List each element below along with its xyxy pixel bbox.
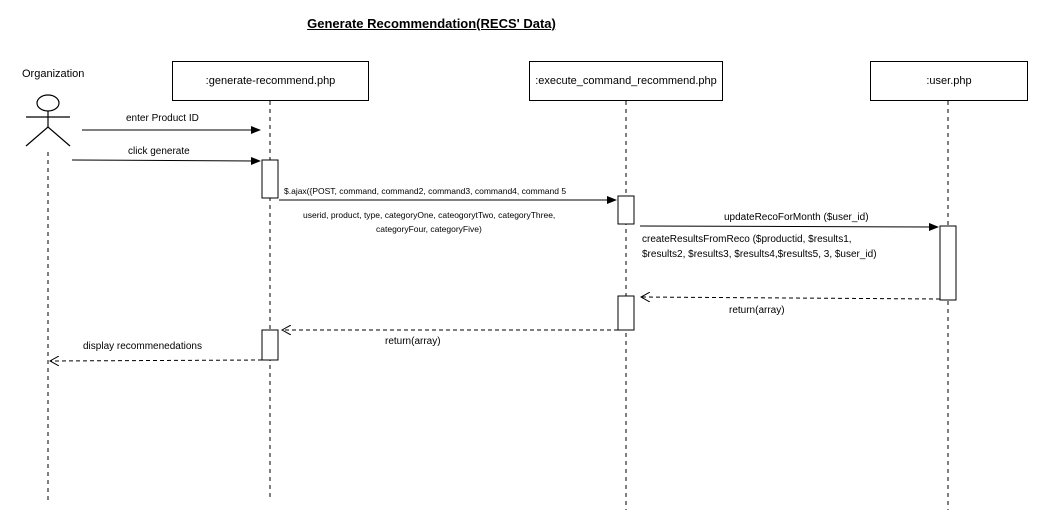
lifeline-label-user: :user.php: [926, 75, 972, 87]
activation-execute-2: [617, 295, 635, 331]
message-create-line2: $results2, $results3, $results4,$results…: [642, 249, 877, 260]
arrow-update-reco: [639, 222, 939, 231]
message-return-exec: return(array): [385, 336, 441, 347]
message-click-generate: click generate: [128, 146, 190, 157]
arrow-return-user: [641, 297, 941, 299]
activation-user: [939, 225, 957, 301]
lifeline-box-generate-recommend: :generate-recommend.php: [172, 61, 369, 101]
message-return-user: return(array): [729, 305, 785, 316]
message-ajax-line1: $.ajax({POST, command, command2, command…: [284, 186, 567, 196]
arrow-click-generate: [71, 156, 261, 165]
diagram-title: Generate Recommendation(RECS' Data): [307, 16, 556, 31]
message-display-reco: display recommenedations: [83, 341, 202, 352]
lifeline-box-execute-command: :execute_command_recommend.php: [529, 61, 723, 101]
message-enter-product: enter Product ID: [126, 113, 199, 124]
activation-generate-2: [261, 329, 279, 361]
message-ajax-line2: userid, product, type, categoryOne, cate…: [303, 210, 556, 220]
activation-generate-1: [261, 159, 279, 199]
message-create-line1: createResultsFromReco ($productid, $resu…: [642, 234, 852, 245]
arrow-display: [50, 360, 263, 361]
actor-label: Organization: [22, 68, 85, 80]
message-update-reco: updateRecoForMonth ($user_id): [724, 212, 869, 223]
lifeline-label-generate-recommend: :generate-recommend.php: [205, 75, 336, 87]
activation-execute-1: [617, 195, 635, 225]
actor-figure: [25, 94, 71, 147]
lifeline-label-execute-command: :execute_command_recommend.php: [535, 75, 717, 87]
message-ajax-line3: categoryFour, categoryFive): [376, 224, 482, 234]
lifeline-box-user: :user.php: [870, 61, 1028, 101]
